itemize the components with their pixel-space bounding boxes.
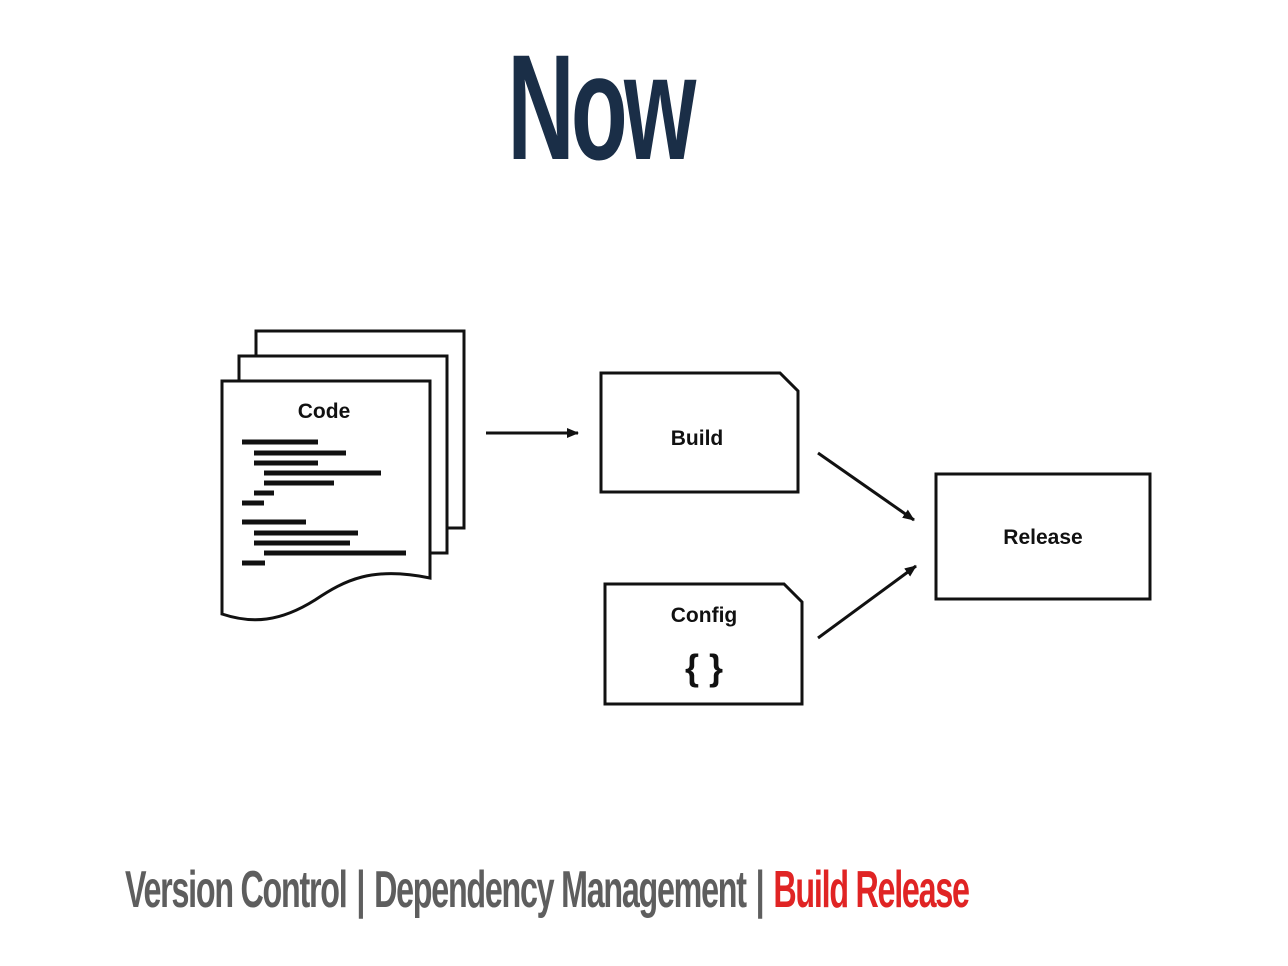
topic-build-release: Build Release: [773, 861, 970, 919]
release-label: Release: [1003, 526, 1082, 549]
config-card: [603, 582, 804, 706]
topic-version-control: Version Control: [125, 861, 348, 919]
build-label: Build: [671, 427, 724, 450]
build-card: [599, 371, 800, 494]
topic-dependency-management: Dependency Management: [374, 861, 747, 919]
arrow-config-to-release: [817, 564, 917, 640]
arrow-build-to-release: [817, 451, 915, 522]
topic-separator: |: [755, 861, 765, 919]
release-box: [934, 472, 1152, 601]
config-label: Config: [671, 604, 737, 627]
code-document-stack: [220, 329, 466, 622]
topic-breadcrumb: Version Control|Dependency Management|Bu…: [125, 852, 970, 928]
code-lines: [242, 439, 406, 566]
topic-separator: |: [356, 861, 365, 919]
code-label: Code: [298, 400, 351, 423]
config-braces-icon: { }: [685, 647, 723, 688]
slide-title: Now: [507, 23, 696, 191]
